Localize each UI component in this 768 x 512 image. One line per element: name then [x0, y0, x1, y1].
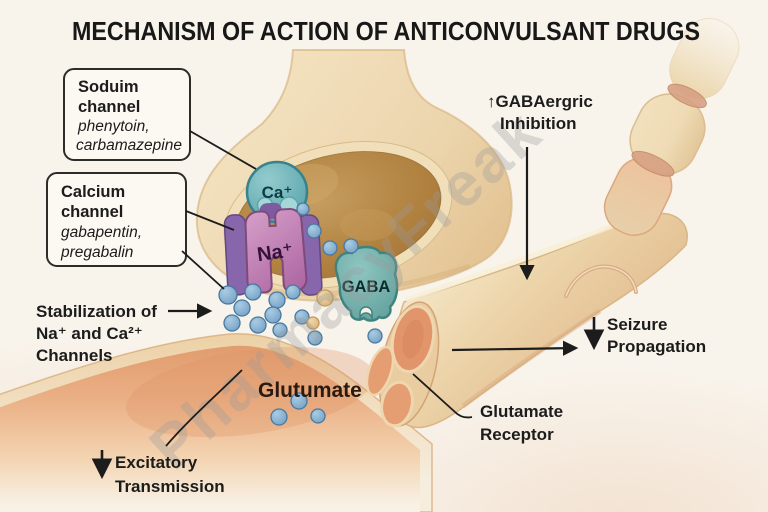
sodium-channel: Na⁺ [223, 202, 323, 296]
myelinated-axon [603, 17, 740, 236]
neurotransmitter-vesicles [218, 202, 383, 426]
glutamate-receptor-label: Glutamate Receptor [412, 373, 563, 444]
receptor-opening [390, 304, 436, 374]
dendrite-highlight [405, 223, 613, 303]
excitatory-line1: Excitatory [115, 453, 198, 472]
stabilization-line3: Channels [36, 346, 113, 365]
gaba-molecule: GABA [334, 245, 399, 322]
stabilization-line2: Na⁺ and Ca²⁺ [36, 324, 143, 343]
stabilization-label: Stabilization of Na⁺ and Ca²⁺ Channels [36, 302, 213, 365]
seizure-line2: Propagation [607, 337, 706, 356]
excitatory-line2: Transmission [115, 477, 225, 496]
sodium-box-drug1: phenytoin, [77, 118, 150, 135]
gabaergic-line1: ↑GABAergric [487, 92, 593, 111]
calcium-leader-line-1 [185, 210, 235, 231]
excitatory-transmission-label: Excitatory Transmission [91, 369, 243, 496]
gaba-notch [359, 306, 373, 320]
page-title: MECHANISM OF ACTION OF ANTICONVULSANT DR… [72, 16, 700, 46]
gabaergic-inhibition-label: ↑GABAergric Inhibition [487, 92, 593, 281]
calcium-box-line1: Calcium [61, 183, 125, 201]
gaba-label: GABA [342, 278, 391, 296]
calcium-box-drug1: gabapentin, [61, 224, 142, 241]
sodium-leader-line [189, 130, 257, 170]
sodium-box-line2: channel [78, 98, 140, 116]
interior-mottle [340, 209, 396, 241]
receptor-opening [365, 345, 395, 397]
gaba-body [334, 245, 399, 322]
receptor-leader-line [412, 373, 473, 419]
beige-vesicles [306, 289, 334, 330]
receptor-line1: Glutamate [480, 402, 563, 421]
seizure-propagation-label: Seizure Propagation [451, 315, 706, 356]
receptor-line2: Receptor [480, 425, 554, 444]
receptor-opening [380, 380, 414, 428]
seizure-line1: Seizure [607, 315, 667, 334]
sodium-box-line1: Soduim [78, 78, 139, 96]
calcium-leader-line-2 [181, 250, 225, 290]
excitatory-leader-line [165, 369, 243, 447]
stabilization-line1: Stabilization of [36, 302, 157, 321]
sodium-ion-label: Na⁺ [256, 239, 295, 266]
glutamate-receptor-region [365, 301, 440, 428]
gabaergic-line2: Inhibition [500, 114, 576, 133]
calcium-callout-box [46, 172, 187, 267]
calcium-box-line2: channel [61, 203, 123, 221]
glutamate-label: Glutumate [258, 379, 362, 402]
sodium-callout-box [63, 68, 191, 161]
sodium-channel-callout: Soduim channel phenytoin, carbamazepine [63, 68, 257, 170]
sodium-box-drug2: carbamazepine [76, 137, 182, 154]
node-of-ranvier [631, 150, 675, 177]
thin-fiber-highlight [565, 265, 637, 297]
node-of-ranvier [667, 83, 707, 109]
receptor-texture [402, 319, 424, 359]
calcium-channel-callout: Calcium channel gabapentin, pregabalin [46, 172, 235, 290]
dendrite-shade [461, 308, 602, 409]
right-arrow-icon [451, 340, 579, 356]
calcium-ion-label: Ca⁺ [262, 183, 293, 202]
calcium-box-drug2: pregabalin [60, 244, 133, 261]
